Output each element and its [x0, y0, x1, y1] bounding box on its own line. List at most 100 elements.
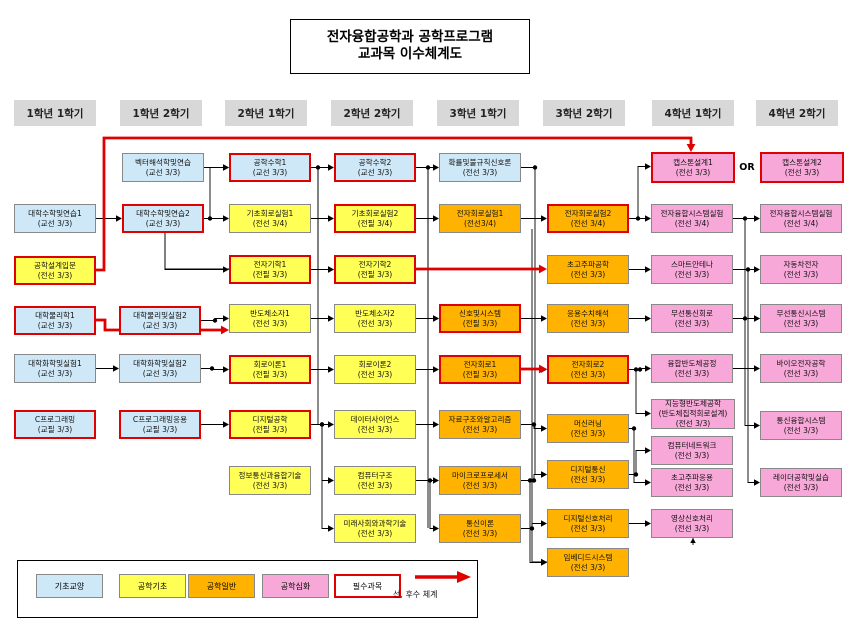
- course-box: 마이크로프로세서(전선 3/3): [439, 466, 521, 495]
- course-name: 자료구조와알고리즘: [448, 414, 512, 424]
- arrowhead: [645, 410, 651, 417]
- course-info: (전선 3/3): [357, 369, 393, 379]
- course-name: 전자기학2: [358, 259, 392, 269]
- course-info: (전선 3/3): [783, 482, 819, 492]
- semester-header: 2학년 1학기: [225, 100, 307, 126]
- connector: [629, 166, 646, 219]
- course-name: 대학수학및연습1: [28, 208, 82, 218]
- course-box: 머신러닝(전선 3/3): [547, 414, 629, 443]
- arrowhead: [645, 447, 651, 454]
- course-box: 정보통신과융합기술(전선 3/3): [229, 466, 311, 495]
- course-name: 대학화학및실험2: [133, 358, 187, 368]
- arrowhead: [223, 164, 229, 171]
- course-name: 미래사회와과학기술: [343, 518, 407, 528]
- course-box: 스마트안테나(전선 3/3): [651, 255, 733, 284]
- course-name: 무선통신회로: [671, 308, 713, 318]
- legend-engineering-foundation: 공학기초: [119, 574, 186, 598]
- arrowhead: [754, 479, 760, 486]
- course-box: 전자회로실험1(전선3/4): [439, 204, 521, 233]
- or-label: OR: [739, 161, 755, 173]
- course-info: (교선 3/3): [37, 218, 73, 228]
- junction-dot: [527, 478, 533, 483]
- course-name: 컴퓨터네트워크: [667, 440, 717, 450]
- course-info: (전필 3/3): [357, 269, 393, 279]
- connector: [416, 167, 434, 319]
- arrowhead: [754, 365, 760, 372]
- arrowhead: [541, 558, 547, 566]
- course-name: 초고주파공학: [567, 259, 609, 269]
- course-box: 캡스톤설계1(전선 3/3): [651, 152, 735, 183]
- course-info: (전선 3/3): [570, 269, 606, 279]
- course-name: 공학수학1: [253, 157, 287, 167]
- course-box: 전자융합시스템실험(전선 3/4): [760, 204, 842, 233]
- course-name: 캡스톤설계1: [673, 157, 713, 167]
- course-info: (전선 3/3): [570, 523, 606, 533]
- course-box: 공학설계입문(전선 3/3): [14, 256, 96, 285]
- course-name: C프로그래밍응용: [132, 414, 188, 424]
- semester-header: 2학년 2학기: [331, 100, 413, 126]
- arrowhead: [223, 315, 229, 322]
- course-info: (전선 3/3): [462, 480, 498, 490]
- course-name: 공학수학2: [358, 157, 392, 167]
- connector: [629, 450, 646, 475]
- course-info: (전필 3/3): [252, 269, 288, 279]
- legend-engineering-general: 공학일반: [188, 574, 255, 598]
- course-info: (전선 3/3): [570, 369, 606, 379]
- junction-dot: [209, 366, 215, 371]
- course-name: C프로그래밍: [34, 414, 76, 424]
- course-box: 컴퓨터네트워크(전선 3/3): [651, 436, 733, 465]
- course-name: 데이터사이언스: [350, 414, 400, 424]
- course-info: (전선 3/3): [675, 419, 711, 428]
- course-box: 회로이론1(전필 3/3): [229, 355, 311, 384]
- semester-header: 4학년 2학기: [756, 100, 838, 126]
- course-box: 전자기학1(전필 3/3): [229, 255, 311, 284]
- course-name: 회로이론2: [358, 359, 392, 369]
- course-box: 대학수학및연습2(교선 3/3): [122, 204, 204, 233]
- arrowhead: [541, 315, 547, 322]
- course-info: (전선 3/3): [674, 482, 710, 492]
- arrowhead: [113, 365, 119, 372]
- arrowhead: [433, 366, 439, 373]
- course-info: (전선 3/3): [674, 368, 710, 378]
- connector: [629, 428, 646, 483]
- course-box: 대학수학및연습1(교선 3/3): [14, 204, 96, 233]
- course-box: 신호및시스템(전필 3/3): [439, 304, 521, 333]
- course-name: 레이더공학및실습: [773, 472, 829, 482]
- course-name: 지능형반도체공학 (반도체집적회로설계): [658, 399, 728, 418]
- course-box: 데이터사이언스(전선 3/3): [334, 410, 416, 439]
- junction-dot: [212, 318, 218, 323]
- arrowhead: [754, 266, 760, 273]
- connector: [629, 369, 646, 414]
- course-info: (전필 3/3): [252, 369, 288, 379]
- arrowhead: [328, 421, 334, 428]
- arrowhead: [541, 471, 547, 478]
- course-info: (교필 3/3): [37, 424, 73, 434]
- legend-red-arrow-icon: [415, 571, 471, 583]
- course-box: 벡터해석학및연습(교선 3/3): [122, 153, 204, 182]
- arrowhead: [328, 315, 334, 322]
- course-info: (전선 3/3): [570, 428, 606, 438]
- junction-dot: [531, 422, 537, 427]
- required-arrowhead: [539, 364, 547, 374]
- arrowhead: [433, 164, 439, 171]
- course-info: (교선 3/3): [142, 368, 178, 378]
- course-name: 전자회로실험1: [456, 208, 504, 218]
- connector: [311, 424, 329, 481]
- connector: [733, 218, 755, 319]
- course-info: (전선 3/3): [357, 480, 393, 490]
- course-box: C프로그래밍응용(교필 3/3): [119, 410, 201, 439]
- course-box: 캡스톤설계2(전선 3/3): [760, 152, 844, 183]
- course-name: 스마트안테나: [671, 259, 713, 269]
- legend-engineering-advanced: 공학심화: [262, 574, 329, 598]
- required-arrowhead: [539, 264, 547, 274]
- course-name: 대학물리및실험2: [133, 310, 187, 320]
- course-name: 응용수치해석: [567, 308, 609, 318]
- required-arrowhead: [686, 144, 696, 152]
- course-box: 통신융합시스템(전선 3/3): [760, 411, 842, 440]
- course-name: 대학수학및연습2: [136, 208, 190, 218]
- course-name: 회로이론1: [253, 359, 287, 369]
- course-name: 정보통신과융합기술: [238, 470, 302, 480]
- arrowhead: [328, 525, 334, 532]
- course-box: 바이오전자공학(전선 3/3): [760, 354, 842, 383]
